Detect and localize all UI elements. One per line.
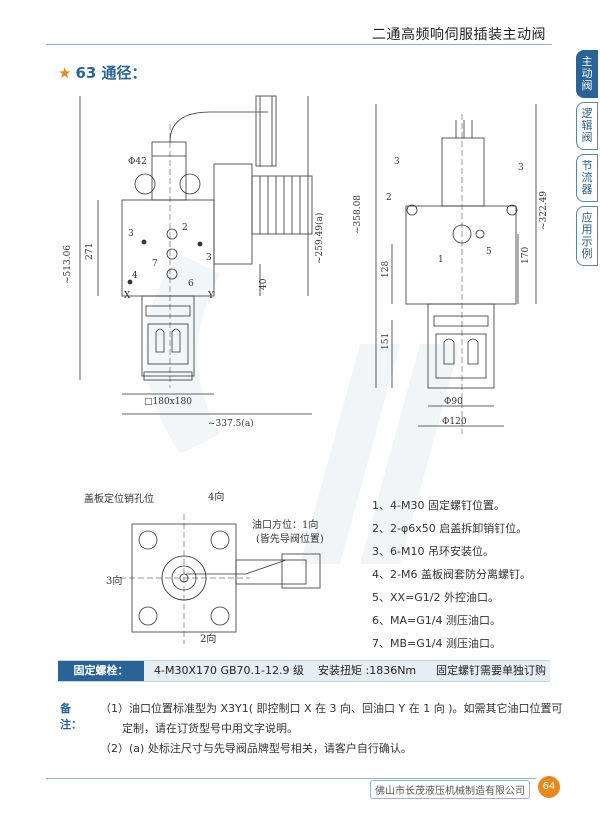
dim-180: □180x180: [144, 397, 192, 407]
pilot-cylinder-left: [151, 141, 187, 201]
pilot-body-right: [441, 137, 485, 207]
legend-item: 6、MA=G1/4 测压油口。: [372, 614, 501, 627]
footer-rule: [46, 778, 536, 779]
tab-main-valve[interactable]: 主动阀: [576, 50, 598, 98]
notes-label: 备注：: [60, 702, 82, 731]
label-3-right-b: 3: [518, 163, 524, 173]
legend-item: 1、4-M30 固定螺钉位置。: [372, 499, 505, 512]
label-2-left: 2: [182, 223, 188, 233]
legend-item: 2、2-φ6x50 启盖拆卸销钉位。: [372, 522, 528, 535]
bolt-table: 固定螺栓： 4-M30X170 GB70.1-12.9 级 安装扭矩 :1836…: [58, 660, 550, 682]
bolt-order-note: 固定螺钉需要单独订购: [436, 664, 546, 677]
label-4-left: 4: [132, 271, 138, 281]
label-3-left-a: 3: [128, 229, 134, 239]
star-icon: ★: [58, 64, 72, 82]
dim-322: ~322.49: [539, 191, 549, 230]
dim-513: ~513.06: [63, 245, 73, 284]
dim-358: ~358.08: [353, 195, 363, 234]
legend-item: 7、MB=G1/4 测压油口。: [372, 637, 501, 650]
main-block-right: [405, 205, 517, 305]
label-dir2: 2向: [200, 632, 216, 645]
page-title: 二通高频响伺服插装主动阀: [372, 27, 546, 43]
label-dir3: 3向: [106, 574, 122, 587]
dim-337: ~337.5(a): [208, 418, 254, 429]
bolt-torque: 安装扭矩 :1836Nm: [318, 664, 417, 677]
label-1-right: 1: [438, 255, 444, 265]
label-5-right: 5: [486, 247, 492, 257]
label-pilot: (皆先导阀位置): [256, 532, 324, 545]
label-oil-port: 油口方位：1向: [252, 518, 318, 531]
port-y: Y: [207, 291, 215, 301]
bolt-spec: 4-M30X170 GB70.1-12.9 级: [154, 664, 305, 677]
note-line-3: （2）(a) 处标注尺寸与先导阀品牌型号相关，请客户自行确认。: [100, 742, 412, 755]
watermark: [145, 254, 460, 564]
dim-151: 151: [381, 333, 391, 350]
valve-body-left: [141, 295, 195, 377]
header-rule: [46, 44, 552, 45]
footer-company: 佛山市长茂液压机械制造有限公司: [370, 780, 530, 799]
label-6-left: 6: [188, 279, 194, 289]
label-3-right-a: 3: [394, 157, 400, 167]
tab-throttle[interactable]: 节流器: [576, 154, 598, 202]
dim-170: 170: [521, 247, 531, 264]
label-cover-pin: 盖板定位销孔位: [84, 492, 154, 505]
note-line-1: （1）油口位置标准型为 X3Y1( 即控制口 X 在 3 向、回油口 Y 在 1…: [100, 702, 563, 715]
legend-item: 5、XX=G1/2 外控油口。: [372, 591, 500, 604]
label-2-right: 2: [386, 193, 392, 203]
dim-259: ~259.49(a): [314, 213, 325, 264]
legend-item: 3、6-M10 吊环安装位。: [372, 545, 494, 558]
page-number: 64: [538, 776, 560, 798]
dim-271: 271: [85, 243, 95, 260]
tab-application[interactable]: 应用示例: [576, 206, 598, 266]
legend-item: 4、2-M6 盖板阀套防分离螺钉。: [372, 568, 531, 581]
label-7-left: 7: [152, 259, 158, 269]
bolt-label: 固定螺栓：: [58, 661, 144, 681]
technical-drawing: Φ42 ~513.06 271 ~259.49(a) 40 □180x180 ~…: [63, 95, 549, 645]
dim-phi120: Φ120: [442, 417, 467, 427]
section-heading: ★63 通径：: [58, 62, 147, 83]
dim-phi90: Φ90: [444, 397, 463, 407]
label-3-left-b: 3: [206, 253, 212, 263]
dim-phi42: Φ42: [128, 157, 147, 167]
valve-body-right: [427, 303, 495, 389]
dim-40: 40: [259, 278, 269, 290]
tab-logic-valve[interactable]: 逻辑阀: [576, 102, 598, 150]
legend-list: 1、4-M30 固定螺钉位置。 2、2-φ6x50 启盖拆卸销钉位。 3、6-M…: [372, 494, 531, 655]
dim-128: 128: [381, 261, 391, 278]
note-line-2: 定制，请在订货型号中用文字说明。: [122, 722, 298, 735]
pilot-valve-left: [213, 163, 253, 265]
port-x: X: [124, 291, 131, 301]
section-title: 63 通径：: [75, 64, 147, 82]
label-dir4: 4向: [208, 490, 224, 503]
